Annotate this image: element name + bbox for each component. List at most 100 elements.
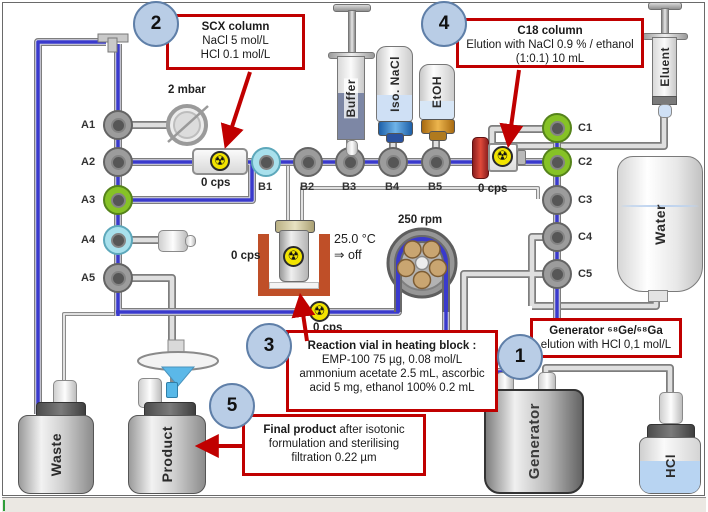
step-5-badge: 5 xyxy=(209,383,255,429)
callout-generator-title: Generator ⁶⁸Ge/⁶⁸Ga xyxy=(549,325,663,337)
etoh-vial: EtOH xyxy=(419,64,455,120)
product-label: Product xyxy=(159,426,175,483)
valve-c1-label: C1 xyxy=(578,122,593,134)
peristaltic-pump[interactable] xyxy=(380,222,466,316)
valve-c3[interactable] xyxy=(542,185,572,215)
syringe-tip xyxy=(346,140,358,156)
valve-a4[interactable] xyxy=(103,225,133,255)
valve-c2[interactable] xyxy=(542,147,572,177)
water-neck xyxy=(648,290,668,302)
hcl-label: HCl xyxy=(662,453,678,478)
hcl-filter-fitting xyxy=(659,392,683,424)
pump-rollers xyxy=(396,240,448,290)
valve-a5[interactable] xyxy=(103,263,133,293)
buffer-syringe: Buffer xyxy=(328,4,375,156)
valve-c5[interactable] xyxy=(542,259,572,289)
water-bottle: Water xyxy=(617,156,703,292)
callout-c18-title: C18 column xyxy=(517,25,583,37)
callout-scx-line2: HCl 0.1 mol/L xyxy=(200,49,271,62)
hcl-bottle: HCl xyxy=(639,437,701,494)
a4-luer-tip xyxy=(185,235,196,247)
callout-generator: Generator ⁶⁸Ge/⁶⁸Ga elution with HCl 0,1… xyxy=(530,318,682,358)
valve-c2-label: C2 xyxy=(578,156,593,168)
valve-b4-label: B4 xyxy=(385,181,400,193)
callout-c18-body: Elution with NaCl 0.9 % / ethanol (1:0.1… xyxy=(466,39,634,66)
valve-c1[interactable] xyxy=(542,113,572,143)
step-3-badge: 3 xyxy=(246,323,292,369)
generator: Generator xyxy=(484,389,584,494)
valve-b4[interactable] xyxy=(378,147,408,177)
step-4-badge: 4 xyxy=(421,1,467,47)
valve-b5[interactable] xyxy=(421,147,451,177)
valve-b1[interactable] xyxy=(251,147,281,177)
pump-tube-blue xyxy=(396,237,448,312)
status-strip xyxy=(2,497,706,512)
radiation-glyph: ☢ xyxy=(313,304,326,319)
valve-a3[interactable] xyxy=(103,185,133,215)
hcl-liquid xyxy=(640,461,700,493)
t-fitting xyxy=(97,33,129,53)
radiation-glyph: ☢ xyxy=(214,153,226,169)
pump-hub xyxy=(414,255,430,271)
c18-counts: 0 cps xyxy=(478,183,508,195)
valve-a5-label: A5 xyxy=(81,272,96,284)
valve-b3-label: B3 xyxy=(342,181,357,193)
valve-a2[interactable] xyxy=(103,147,133,177)
plunger-rod xyxy=(348,10,356,56)
vial-counts: 0 cps xyxy=(231,250,261,262)
callout-scx-title: SCX column xyxy=(201,21,270,33)
heater-readout[interactable]: 25.0 °C ⇒ off xyxy=(334,231,376,264)
step-1-badge: 1 xyxy=(497,334,543,380)
radiation-icon: ☢ xyxy=(492,146,513,167)
valve-a2-label: A2 xyxy=(81,156,96,168)
valve-c4-label: C4 xyxy=(578,231,593,243)
etoh-label: EtOH xyxy=(430,76,444,108)
scx-counts: 0 cps xyxy=(201,177,231,189)
water-line xyxy=(621,205,699,207)
syringe-barrel: Buffer xyxy=(337,56,365,140)
radiation-glyph: ☢ xyxy=(496,149,509,164)
eluent-syringe: Eluent xyxy=(640,2,688,122)
callout-product-body: after isotonic formulation and sterilisi… xyxy=(268,424,405,465)
iso-nacl-vial: Iso. NaCl xyxy=(376,46,413,122)
tube-a1-a4-core xyxy=(128,122,170,243)
radiation-icon: ☢ xyxy=(210,151,230,171)
radiation-glyph: ☢ xyxy=(287,249,300,264)
radiation-icon: ☢ xyxy=(309,301,330,322)
tube-waste-line xyxy=(34,38,106,414)
iso-nacl-liquid xyxy=(377,95,412,121)
tube-a5-core xyxy=(128,275,175,350)
vacuum-gauge xyxy=(166,104,209,146)
etoh-tip xyxy=(429,131,447,141)
callout-c18: C18 column Elution with NaCl 0.9 % / eth… xyxy=(456,18,644,68)
valve-c4[interactable] xyxy=(542,222,572,252)
callout-reaction-body: EMP-100 75 µg, 0.08 mol/L ammonium aceta… xyxy=(299,354,485,395)
radiation-icon: ☢ xyxy=(283,246,304,267)
plunger-rod xyxy=(661,8,669,36)
callout-generator-body: elution with HCl 0,1 mol/L xyxy=(540,339,672,352)
product-needle xyxy=(166,382,178,398)
valve-b2[interactable] xyxy=(293,147,323,177)
valve-c3-label: C3 xyxy=(578,194,593,206)
iso-nacl-tip xyxy=(386,133,404,143)
callout-reaction: Reaction vial in heating block : EMP-100… xyxy=(286,330,498,412)
waste-label: Waste xyxy=(48,432,64,477)
tube-waste-line-blue xyxy=(36,40,106,414)
water-label: Water xyxy=(652,203,668,245)
eluent-label: Eluent xyxy=(657,47,672,87)
sterile-filter xyxy=(137,339,219,387)
a4-luer-fitting xyxy=(158,230,188,252)
valve-a1[interactable] xyxy=(103,110,133,140)
heater-state: ⇒ off xyxy=(334,248,362,263)
pressure-readout: 2 mbar xyxy=(168,84,206,96)
callout-product-title: Final product xyxy=(263,424,337,436)
syringe-barrel: Eluent xyxy=(652,37,677,97)
waste-bottle: Waste xyxy=(18,415,94,494)
callout-reaction-title: Reaction vial in heating block : xyxy=(307,340,477,352)
iso-nacl-label: Iso. NaCl xyxy=(387,56,402,112)
tube-waste-vent xyxy=(62,312,114,384)
etoh-liquid xyxy=(420,101,454,119)
tube-waste-vent-core xyxy=(63,313,114,384)
valve-c5-label: C5 xyxy=(578,268,593,280)
step-2-badge: 2 xyxy=(133,1,179,47)
